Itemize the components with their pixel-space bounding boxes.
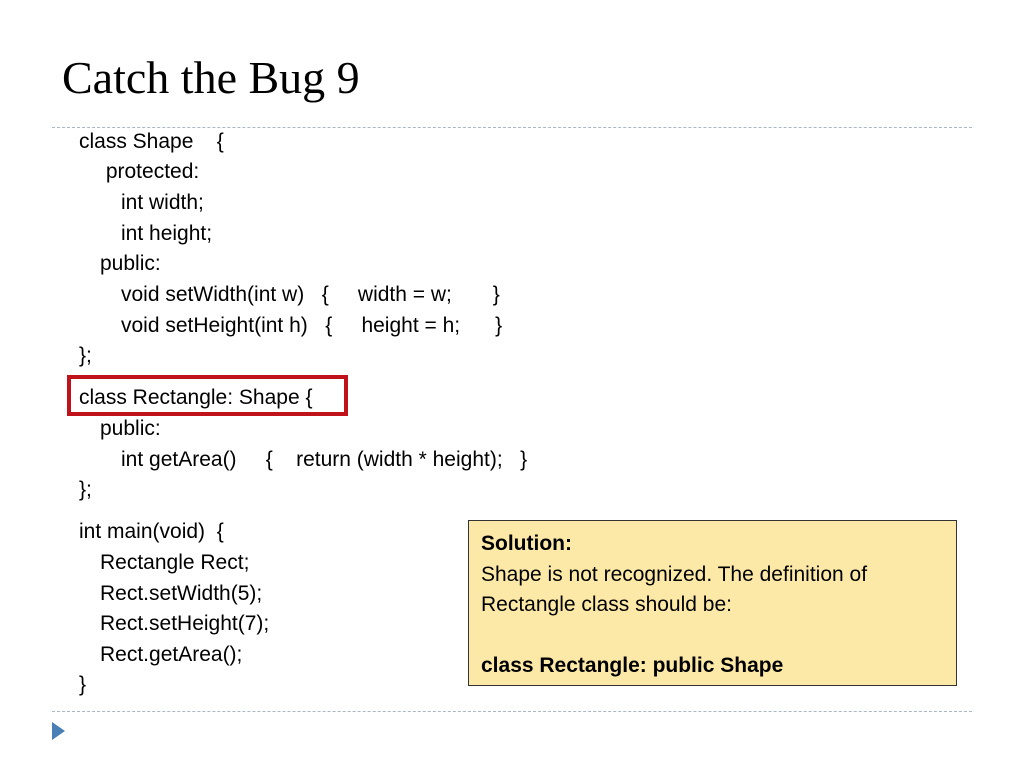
- code-line: };: [79, 344, 92, 367]
- triangle-bullet-icon: [52, 722, 65, 740]
- bug-highlight-box: [67, 375, 348, 416]
- code-line: class Shape {: [79, 130, 224, 153]
- code-line: protected:: [100, 160, 200, 183]
- buggy-code-line: class Rectangle: Shape {: [79, 386, 313, 409]
- solution-answer: class Rectangle: public Shape: [481, 653, 784, 677]
- code-line: Rect.getArea();: [100, 643, 243, 666]
- code-line: }: [79, 673, 87, 696]
- solution-text-line: Rectangle class should be:: [481, 593, 732, 616]
- code-line: };: [79, 478, 92, 501]
- top-divider: [52, 127, 972, 128]
- code-line: Rect.setWidth(5);: [100, 582, 263, 605]
- solution-text-line: Shape is not recognized. The definition …: [481, 562, 868, 586]
- code-line: public:: [100, 252, 161, 275]
- code-line: void setHeight(int h) { height = h; }: [121, 314, 503, 337]
- code-line: void setWidth(int w) { width = w; }: [121, 283, 500, 306]
- solution-box: Solution: Shape is not recognized. The d…: [468, 520, 957, 686]
- solution-heading: Solution:: [481, 532, 572, 555]
- code-line: int getArea() { return (width * height);…: [121, 448, 528, 471]
- code-line: int height;: [121, 222, 213, 245]
- code-line: Rectangle Rect;: [100, 551, 250, 574]
- slide-title: Catch the Bug 9: [62, 52, 360, 103]
- bottom-divider: [52, 711, 972, 712]
- code-line: int width;: [121, 191, 204, 214]
- code-line: int main(void) {: [79, 520, 224, 543]
- code-line: Rect.setHeight(7);: [100, 612, 270, 635]
- code-line: public:: [100, 417, 161, 440]
